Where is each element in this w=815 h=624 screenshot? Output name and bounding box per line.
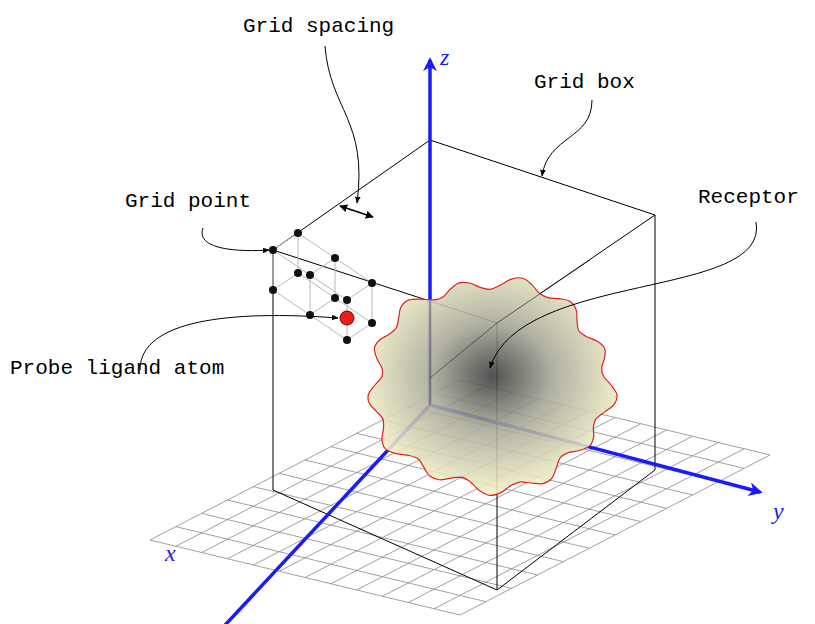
callout-label: Grid box <box>534 70 635 96</box>
axes <box>200 60 760 624</box>
probe-atom <box>340 311 354 325</box>
axis-label: z <box>440 44 449 70</box>
receptor-shape <box>368 278 617 496</box>
grid-box <box>273 140 655 590</box>
callout-label: Probe ligand atom <box>10 356 224 382</box>
grid-box-through <box>430 260 590 405</box>
callout-label: Grid spacing <box>243 14 394 40</box>
callout-label: Grid point <box>125 189 251 215</box>
axis-label: y <box>773 498 784 524</box>
grid-points <box>269 229 376 344</box>
axis-label: x <box>165 540 176 566</box>
callout-label: Receptor <box>698 185 799 211</box>
